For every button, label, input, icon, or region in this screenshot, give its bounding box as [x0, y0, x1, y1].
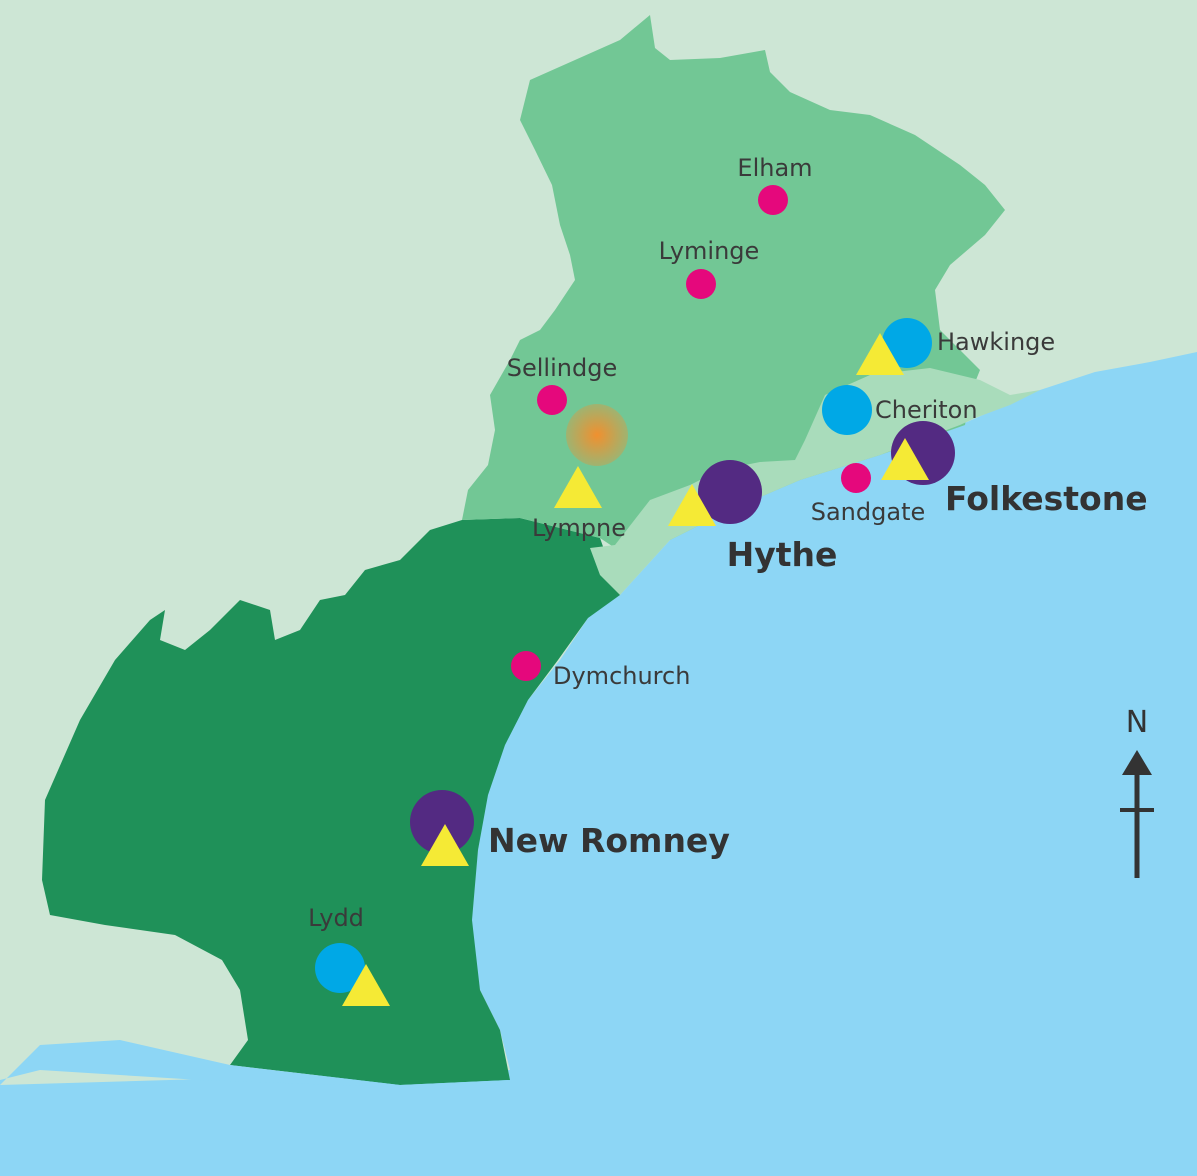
lydd-blue-circle — [315, 943, 365, 993]
map-markers — [315, 185, 955, 1006]
folkestone-label: Folkestone — [945, 479, 1148, 518]
hythe-triangle — [668, 484, 716, 526]
lympne-triangle — [554, 466, 602, 508]
dymchurch-town-dot — [511, 651, 541, 681]
north-arrow-label: N — [1126, 705, 1148, 740]
new-romney-label: New Romney — [488, 821, 730, 860]
hythe-label: Hythe — [727, 535, 838, 574]
sandgate-label: Sandgate — [811, 498, 926, 526]
new-romney-purple-circle — [410, 790, 474, 854]
north-arrow-head — [1122, 750, 1152, 775]
hythe-purple-circle — [698, 460, 762, 524]
lydd-label: Lydd — [308, 904, 364, 932]
lyminge-label: Lyminge — [659, 237, 760, 265]
cheriton-label: Cheriton — [875, 396, 978, 424]
hawkinge-triangle — [856, 333, 904, 375]
cheriton-blue-circle — [822, 385, 872, 435]
folkestone-triangle — [881, 438, 929, 480]
lydd-triangle — [342, 964, 390, 1006]
dymchurch-label: Dymchurch — [553, 662, 690, 690]
district-romney-marsh — [42, 518, 620, 1085]
elham-town-dot — [758, 185, 788, 215]
hawkinge-blue-circle — [882, 318, 932, 368]
airport-marker — [566, 404, 628, 466]
sellindge-label: Sellindge — [507, 354, 617, 382]
lympne-label: Lympne — [532, 514, 626, 542]
north-arrow: N — [1120, 705, 1154, 878]
dungeness-beach — [0, 1040, 510, 1090]
lyminge-town-dot — [686, 269, 716, 299]
elham-label: Elham — [737, 154, 812, 182]
sellindge-town-dot — [537, 385, 567, 415]
hawkinge-label: Hawkinge — [937, 328, 1055, 356]
sandgate-town-dot — [841, 463, 871, 493]
new-romney-triangle — [421, 824, 469, 866]
